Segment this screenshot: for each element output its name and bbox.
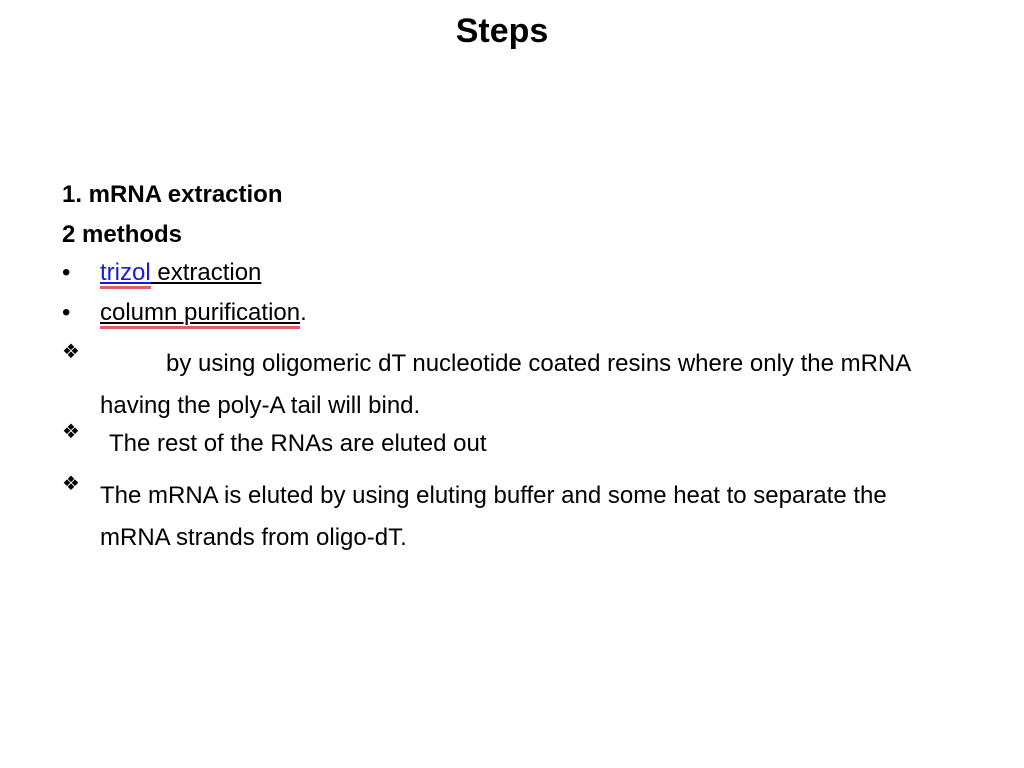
bullet-text: trizol extraction: [100, 258, 262, 289]
methods-heading: 2 methods: [62, 221, 183, 248]
bullet-text: column purification.: [100, 298, 307, 329]
diamond-cluster-icon: ❖: [62, 341, 80, 363]
slide-title: Steps: [455, 12, 549, 50]
diamond-cluster-icon: ❖: [62, 421, 80, 443]
trizol-link[interactable]: trizol: [100, 259, 151, 286]
bullet-icon: •: [62, 259, 71, 286]
bullet-tail: .: [300, 299, 307, 326]
bullet-icon: •: [62, 299, 71, 326]
column-purification-text: column purification: [100, 299, 301, 329]
point-text: by using oligomeric dT nucleotide coated…: [100, 350, 910, 419]
section-heading: 1. mRNA extraction: [62, 181, 283, 208]
point-text: The mRNA is eluted by using eluting buff…: [100, 482, 887, 551]
diamond-cluster-icon: ❖: [62, 473, 80, 495]
bullet-rest: extraction: [150, 259, 262, 286]
point-text: The rest of the RNAs are eluted out: [109, 430, 487, 457]
